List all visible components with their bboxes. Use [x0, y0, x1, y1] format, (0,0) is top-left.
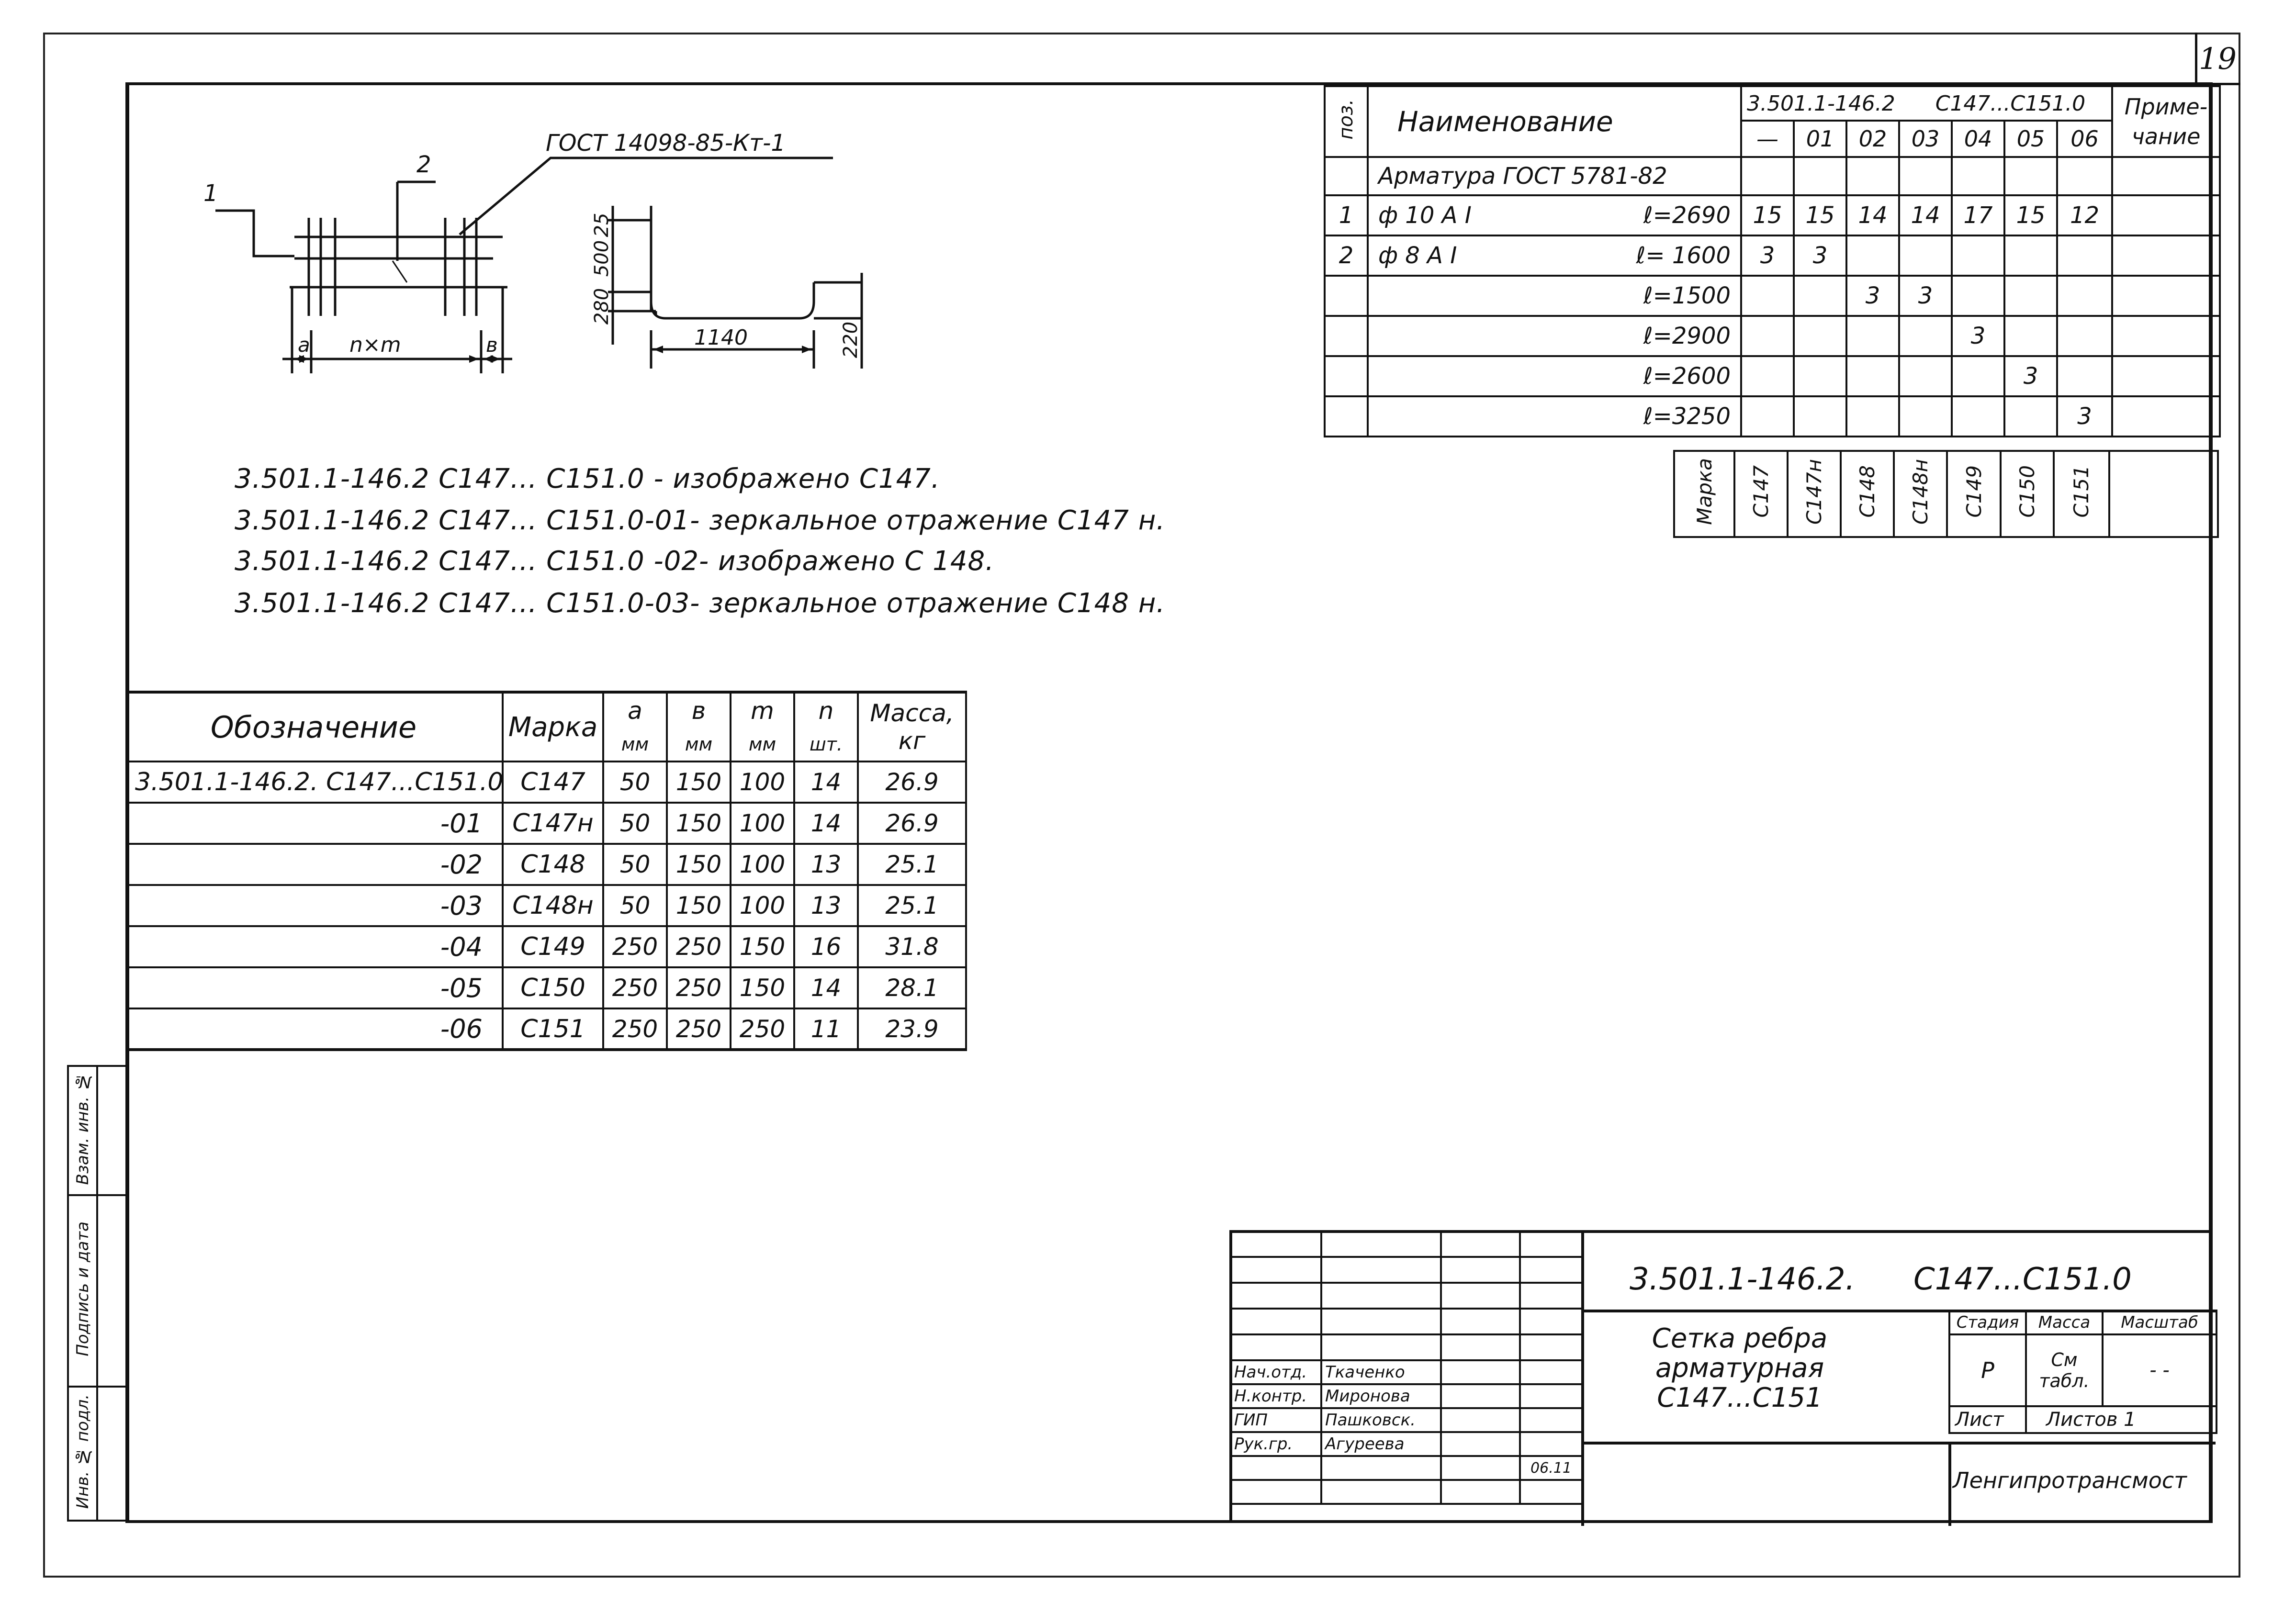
a-unit: мм: [602, 728, 668, 762]
callout-1: 1: [203, 180, 218, 207]
mass-table: Обозначение Марка а в m n Масса, кг мм м…: [125, 691, 967, 1051]
col-pos-header: поз.: [1324, 85, 1369, 158]
callout-2: 2: [416, 151, 431, 178]
dim-500: 500: [591, 240, 613, 277]
mark-5: С150: [1999, 450, 2055, 538]
mark-3: С148н: [1893, 450, 1948, 538]
sheet-number-box: [2195, 33, 2240, 85]
mass-header: Масса: [2025, 1310, 2104, 1335]
table-row: -01 С147н 50 150 100 14 26.9: [125, 802, 967, 845]
sheet-border: [43, 33, 2240, 1578]
sign-date: 06.11: [1519, 1455, 1583, 1481]
n-unit: шт.: [793, 728, 859, 762]
table-row: 3.501.1-146.2. С147...С151.0 С147 50 150…: [125, 761, 967, 804]
variant-4: 04: [1951, 120, 2005, 158]
doc-title: Сетка ребра арматурная С147...С151: [1652, 1323, 1828, 1413]
m-unit: мм: [730, 728, 795, 762]
table-row: -03 С148н 50 150 100 13 25.1: [125, 884, 967, 927]
col-name-header: Наименование: [1367, 85, 1742, 158]
drawing-frame-bottom: [125, 1520, 2213, 1523]
n-header: n: [793, 691, 859, 728]
staff-row: Н.контр.Миронова: [1229, 1383, 1583, 1409]
scale-header: Масштаб: [2102, 1310, 2217, 1335]
organization: Ленгипротрансмост: [1953, 1467, 2187, 1493]
scale-value: - -: [2102, 1333, 2217, 1407]
divider: [1581, 1233, 1584, 1526]
table-row: ℓ=2900 3: [1324, 315, 2221, 357]
drawing-sketches: 1 2 ГОСТ 14098-85-Кт-1 a n×m в 1140 1080…: [129, 91, 895, 397]
variant-2: 02: [1845, 120, 1900, 158]
mark-0: С147: [1733, 450, 1789, 538]
b-unit: мм: [666, 728, 731, 762]
note-2: 3.501.1-146.2 С147... С151.0-01- зеркаль…: [235, 505, 1166, 536]
doc-header: 3.501.1-146.2 С147...С151.0: [1740, 85, 2114, 122]
dim-1140: 1140: [694, 325, 748, 350]
divider: [1948, 1442, 1951, 1526]
spec-table: поз. Наименование 3.501.1-146.2 С147...С…: [1324, 85, 2221, 437]
mark-1: С147н: [1787, 450, 1842, 538]
table-row: ℓ=3250 3: [1324, 395, 2221, 437]
marks-row: Марка С147 С147н С148 С148н С149 С150 С1…: [1673, 450, 2219, 538]
designation-header: Обозначение: [125, 691, 504, 762]
mark-2: С148: [1840, 450, 1895, 538]
stage-header: Стадия: [1948, 1310, 2027, 1335]
table-row: -06 С151 250 250 250 11 23.9: [125, 1008, 967, 1051]
sheets-label: Листов 1: [2025, 1405, 2217, 1434]
drawing-frame-right: [2209, 82, 2213, 1523]
mark-6: С151: [2052, 450, 2110, 538]
m-header: m: [730, 691, 795, 728]
note-3: 3.501.1-146.2 С147... С151.0 -02- изобра…: [235, 546, 994, 577]
note-1: 3.501.1-146.2 С147... С151.0 - изображен…: [235, 463, 940, 494]
table-row: -02 С148 50 150 100 13 25.1: [125, 843, 967, 886]
sheet-number: 19: [2199, 41, 2237, 76]
note-4: 3.501.1-146.2 С147... С151.0-03- зеркаль…: [235, 588, 1166, 619]
sheet-label: Лист: [1948, 1405, 2027, 1434]
doc-code: 3.501.1-146.2. С147...С151.0: [1630, 1262, 2132, 1297]
marka-label: Марка: [1673, 450, 1736, 538]
stage-table: Стадия Масса Масштаб Р См табл. - - Лист…: [1948, 1310, 2217, 1434]
dim-b: в: [486, 333, 498, 357]
stamp-podpis: Подпись и дата: [67, 1194, 98, 1388]
section-title: Арматура ГОСТ 5781-82: [1367, 156, 1742, 196]
dim-a: a: [298, 333, 310, 357]
dim-220: 220: [840, 322, 862, 358]
col-note-header: Приме- чание: [2111, 85, 2221, 158]
b-header: в: [666, 691, 731, 728]
marka-header: Марка: [502, 691, 604, 762]
variant-1: 01: [1793, 120, 1847, 158]
mass-header: Масса, кг: [857, 691, 967, 762]
gost-label: ГОСТ 14098-85-Кт-1: [546, 130, 786, 157]
a-header: а: [602, 691, 668, 728]
mark-4: С149: [1946, 450, 2002, 538]
side-stamp: Взам. инв. № Подпись и дата Инв. № подл.: [67, 1065, 127, 1522]
dim-nxm: n×m: [349, 333, 401, 357]
dim-280: 280: [591, 288, 613, 325]
dim-25: 25: [591, 213, 613, 237]
staff-row: Рук.гр.Агуреева: [1229, 1431, 1583, 1457]
variant-3: 03: [1898, 120, 1953, 158]
variant-6: 06: [2056, 120, 2114, 158]
variant-0: —: [1740, 120, 1795, 158]
stamp-vzam: Взам. инв. №: [67, 1065, 98, 1196]
table-row: -04 С149 250 250 150 16 31.8: [125, 925, 967, 968]
mass-value: См табл.: [2025, 1333, 2104, 1407]
table-row: ℓ=2600 3: [1324, 355, 2221, 397]
divider: [1581, 1442, 2216, 1445]
table-row: -05 С150 250 250 150 14 28.1: [125, 966, 967, 1009]
stamp-inv: Инв. № подл.: [67, 1386, 98, 1522]
staff-row: Нач.отд.Ткаченко: [1229, 1359, 1583, 1385]
divider: [1581, 1310, 2216, 1312]
stage-value: Р: [1948, 1333, 2027, 1407]
variant-5: 05: [2003, 120, 2058, 158]
